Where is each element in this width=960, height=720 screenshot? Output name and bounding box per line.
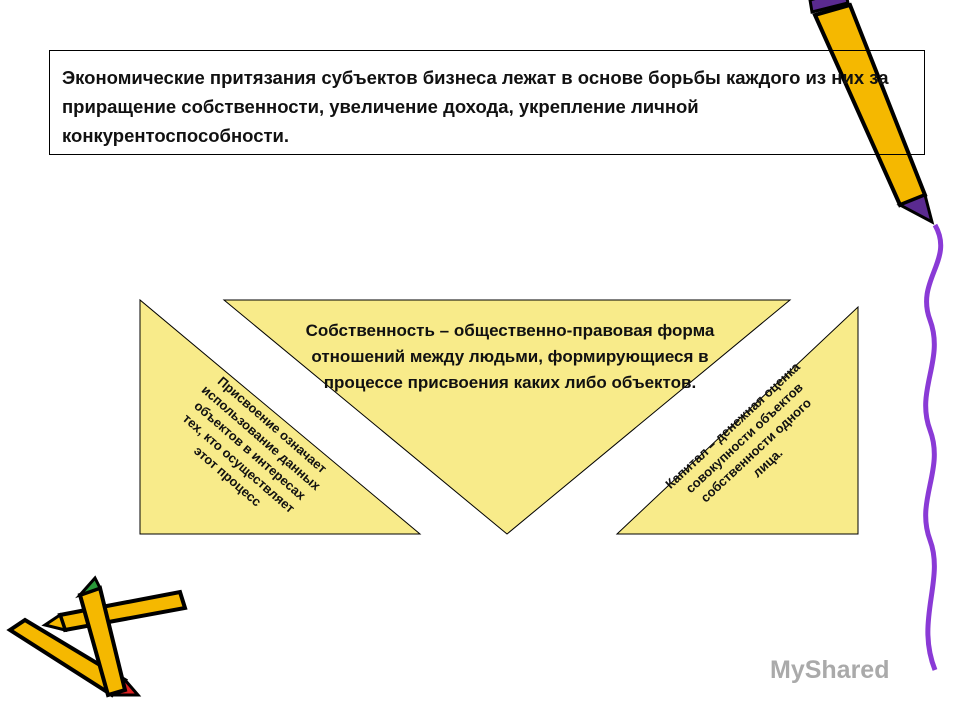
pencil-icon-bottom-left-3 — [75, 575, 128, 698]
center-triangle — [222, 299, 792, 535]
watermark-logo: MyShared — [770, 656, 890, 684]
right-triangle — [615, 305, 859, 535]
left-triangle — [139, 298, 422, 535]
pencil-icon-bottom-left-2 — [41, 589, 188, 633]
purple-squiggle — [923, 223, 944, 671]
pencil-icon-top-right — [808, 0, 935, 225]
center-triangle-text: Собственность – общественно-правовая фор… — [305, 321, 715, 392]
header-text-box: Экономические притязания субъектов бизне… — [49, 50, 925, 155]
